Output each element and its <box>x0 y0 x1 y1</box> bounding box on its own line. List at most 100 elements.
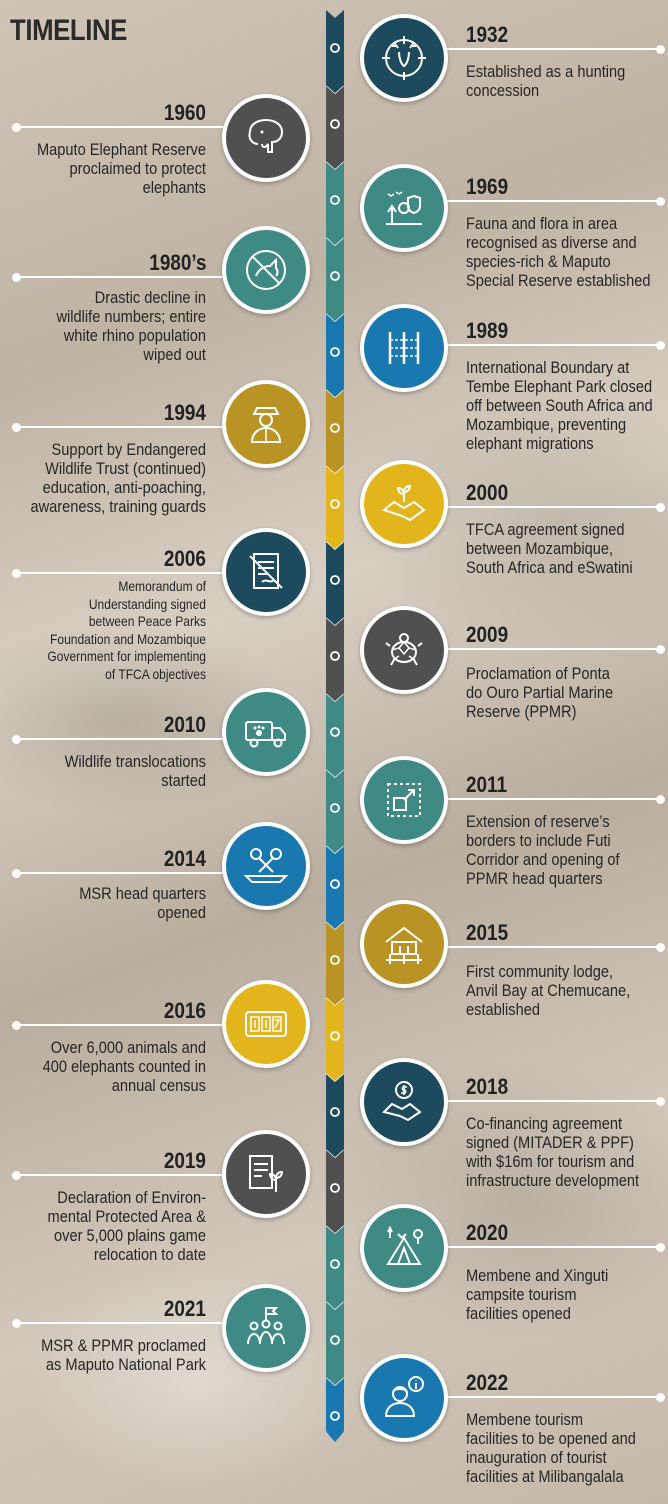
event-year: 2009 <box>466 622 509 647</box>
connector-line <box>16 426 226 428</box>
event-medal-16 <box>222 1130 310 1218</box>
event-description: Fauna and flora in area recognised as di… <box>466 214 651 290</box>
spine-dot <box>330 1107 340 1117</box>
event-description: First community lodge, Anvil Bay at Chem… <box>466 962 631 1019</box>
connector-line <box>444 344 660 346</box>
connector-line <box>444 1396 660 1398</box>
event-medal-13 <box>360 900 448 988</box>
connector-endcap <box>12 734 21 744</box>
event-year: 1960 <box>163 100 206 125</box>
event-year: 2018 <box>466 1074 509 1099</box>
event-description: Declaration of Environ- mental Protected… <box>47 1188 206 1264</box>
connector-endcap <box>656 644 665 654</box>
event-medal-9 <box>360 606 448 694</box>
connector-endcap <box>656 502 665 512</box>
event-description: Over 6,000 animals and 400 elephants cou… <box>42 1038 206 1095</box>
connector-line <box>444 48 660 50</box>
spine-segment <box>326 1378 344 1440</box>
connector-endcap <box>12 568 21 578</box>
event-year: 1969 <box>466 174 509 199</box>
connector-line <box>16 738 226 740</box>
spine-dot <box>330 651 340 661</box>
spine-dot <box>330 1259 340 1269</box>
ribbon-scissors-icon <box>243 848 289 883</box>
spine-dot <box>330 1031 340 1041</box>
event-description: Wildlife translocations started <box>64 752 206 790</box>
spine-dot <box>330 879 340 889</box>
event-year: 2000 <box>466 480 509 505</box>
no-rhino-icon <box>246 250 286 290</box>
event-medal-5 <box>360 304 448 392</box>
expand-border-icon <box>387 783 421 817</box>
event-year: 1932 <box>466 22 509 47</box>
connector-endcap <box>12 272 21 282</box>
connector-line <box>16 126 226 128</box>
connector-endcap <box>656 1096 665 1106</box>
event-medal-1 <box>360 14 448 102</box>
spine-dot <box>330 1183 340 1193</box>
event-medal-3 <box>360 164 448 252</box>
event-year: 2014 <box>163 846 206 871</box>
connector-line <box>16 1174 226 1176</box>
event-year: 1980’s <box>148 250 206 275</box>
document-plant-icon <box>249 1155 284 1192</box>
lodge-icon <box>385 926 423 964</box>
deer-target-icon <box>382 36 426 80</box>
event-description: TFCA agreement signed between Mozambique… <box>466 520 633 577</box>
connector-endcap <box>12 1318 21 1328</box>
event-medal-19 <box>360 1354 448 1442</box>
event-description: Proclamation of Ponta do Ouro Partial Ma… <box>466 664 614 721</box>
event-description: Support by Endangered Wildlife Trust (co… <box>30 440 206 516</box>
event-description: MSR & PPMR proclamed as Maputo National … <box>41 1336 206 1374</box>
connector-endcap <box>656 794 665 804</box>
handshake-sprout-icon <box>381 484 426 522</box>
connector-endcap <box>656 942 665 952</box>
spine-arrow <box>326 1432 344 1442</box>
connector-line <box>16 276 226 278</box>
event-medal-7 <box>360 460 448 548</box>
spine-dot <box>330 955 340 965</box>
spine-dot <box>330 1411 340 1421</box>
spine-dot <box>330 803 340 813</box>
campsite-icon <box>386 1225 423 1265</box>
connector-line <box>444 200 660 202</box>
event-medal-4 <box>222 226 310 314</box>
event-description: Membene tourism facilities to be opened … <box>466 1410 636 1486</box>
truck-paw-icon <box>245 721 286 748</box>
spine-dot <box>330 195 340 205</box>
elephant-icon <box>248 118 284 153</box>
spine-dot <box>330 119 340 129</box>
event-description: International Boundary at Tembe Elephant… <box>466 358 653 453</box>
signed-document-icon <box>249 553 283 589</box>
connector-endcap <box>656 340 665 350</box>
event-medal-10 <box>222 688 310 776</box>
spine-dot <box>330 43 340 53</box>
connector-line <box>444 798 660 800</box>
event-description: Co-financing agreement signed (MITADER &… <box>466 1114 640 1190</box>
connector-endcap <box>12 1170 21 1180</box>
event-medal-12 <box>222 822 310 910</box>
connector-line <box>444 946 660 948</box>
event-year: 2006 <box>163 546 206 571</box>
event-medal-17 <box>360 1204 448 1292</box>
connector-line <box>444 1100 660 1102</box>
event-year: 2022 <box>466 1370 509 1395</box>
event-description: Established as a hunting concession <box>466 62 626 100</box>
spine-dot <box>330 727 340 737</box>
event-medal-15 <box>360 1058 448 1146</box>
connector-line <box>444 648 660 650</box>
event-description: Memorandum of Understanding signed betwe… <box>47 578 206 682</box>
spine-dot <box>330 499 340 509</box>
event-year: 1989 <box>466 318 509 343</box>
handshake-dollar-icon <box>382 1081 422 1122</box>
event-medal-14 <box>222 980 310 1068</box>
connector-line <box>444 1246 660 1248</box>
connector-line <box>16 1322 226 1324</box>
connector-endcap <box>12 868 21 878</box>
connector-line <box>444 506 660 508</box>
fence-icon <box>388 332 420 364</box>
event-medal-6 <box>222 380 310 468</box>
people-flag-icon <box>247 1307 285 1345</box>
